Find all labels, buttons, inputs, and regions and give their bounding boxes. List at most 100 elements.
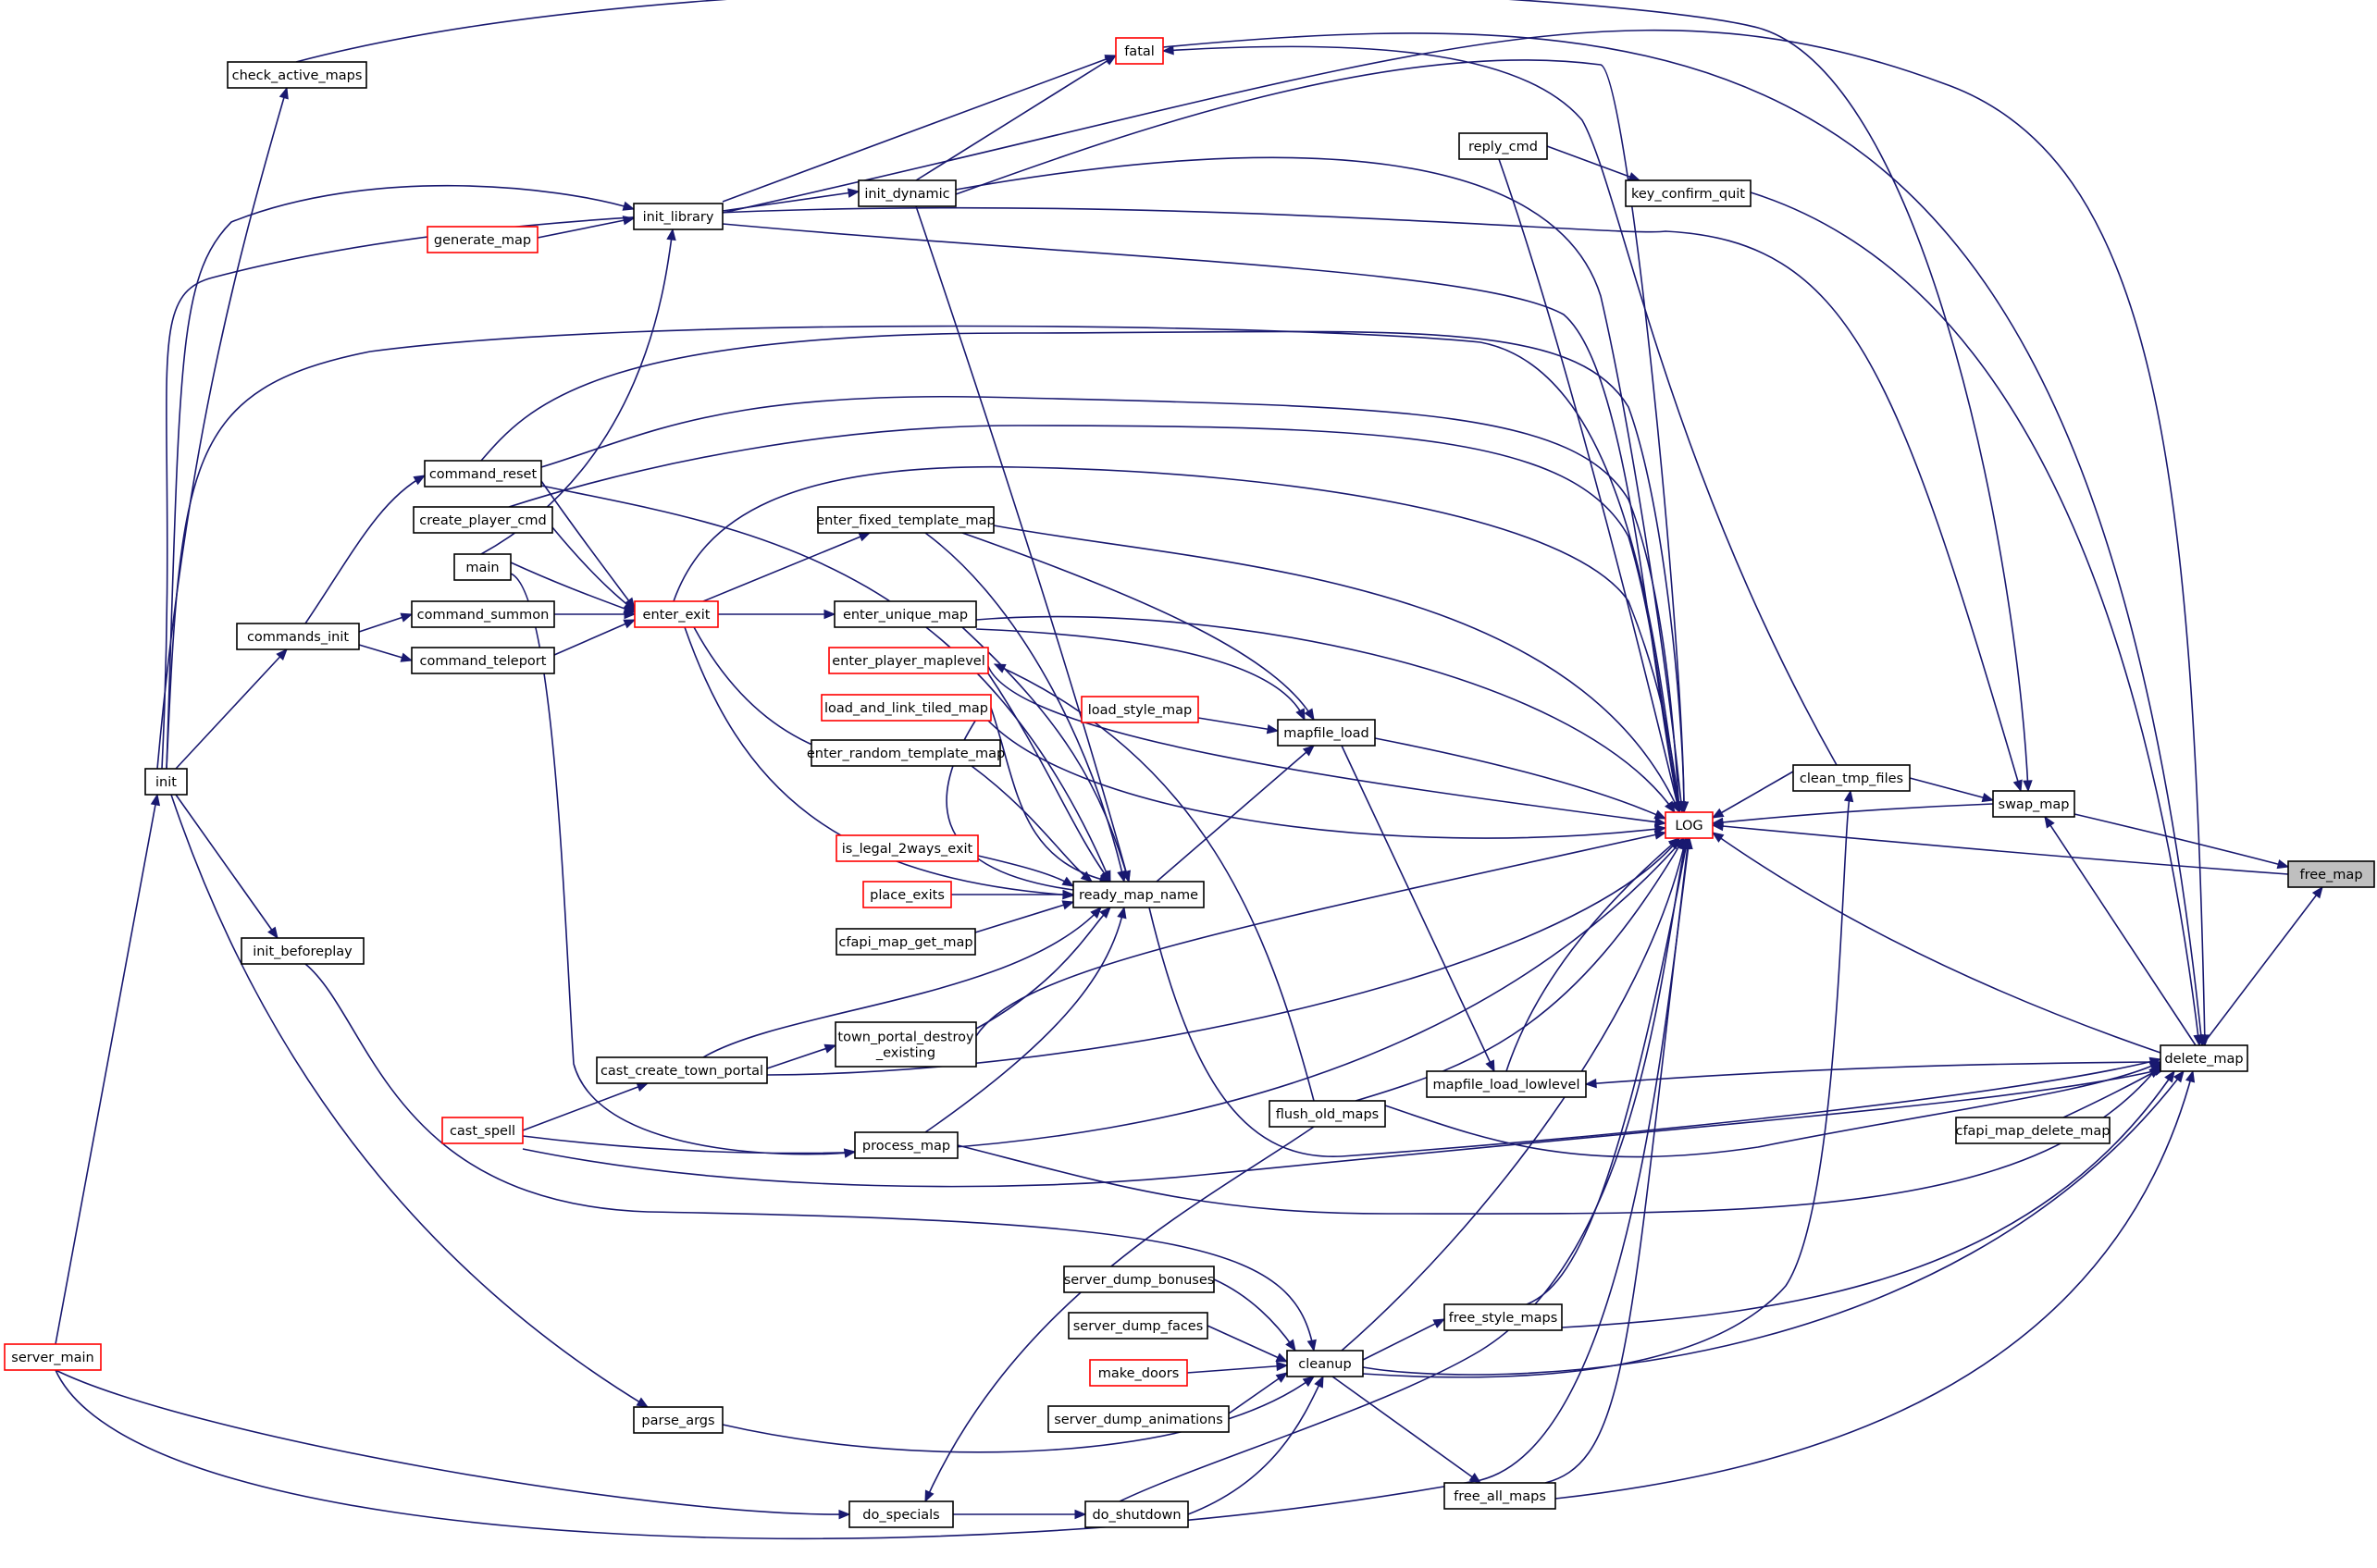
node-enter-fixed-template-map[interactable]: enter_fixed_template_map <box>816 506 996 534</box>
node-label: make_doors <box>1098 1366 1180 1381</box>
edge-command-teleport-to-enter-exit-arrowhead <box>623 619 637 629</box>
node-label: command_summon <box>417 608 550 623</box>
node-load-and-link-tiled-map[interactable]: load_and_link_tiled_map <box>821 694 992 722</box>
node-init-beforeplay[interactable]: init_beforeplay <box>241 937 365 965</box>
node-label: free_all_maps <box>1454 1489 1546 1504</box>
edge-init-to-init-library-arrowhead <box>622 201 636 211</box>
node-enter-exit[interactable]: enter_exit <box>634 600 719 628</box>
node-box <box>821 694 992 722</box>
node-is-legal-2ways-exit[interactable]: is_legal_2ways_exit <box>836 834 979 862</box>
edge-do-specials-to-free-all-maps-arrowhead <box>1074 1509 1087 1520</box>
node-load-style-map[interactable]: load_style_map <box>1081 696 1199 723</box>
node-check-active-maps[interactable]: check_active_maps <box>227 61 367 89</box>
node-parse-args[interactable]: parse_args <box>633 1406 724 1434</box>
node-label: enter_random_template_map <box>807 747 1005 761</box>
node-cast-create-town-portal[interactable]: cast_create_town_portal <box>596 1056 768 1084</box>
node-flush-old-maps[interactable]: flush_old_maps <box>1269 1100 1386 1128</box>
node-town-portal-destroy-existing[interactable]: town_portal_destroy_existing <box>835 1021 977 1068</box>
edge-init-dynamic-to-ready-map-name-arrowhead <box>1120 870 1131 883</box>
edge-cfapi-map-get-map-to-ready-map-name <box>974 901 1074 933</box>
node-create-player-cmd[interactable]: create_player_cmd <box>413 506 553 534</box>
edge-load-style-map-to-mapfile-load <box>1197 717 1279 732</box>
node-server-dump-faces[interactable]: server_dump_faces <box>1068 1312 1208 1340</box>
node-delete-map[interactable]: delete_map <box>2160 1044 2248 1072</box>
node-label: place_exits <box>870 888 945 903</box>
edge-mapfile-load-to-mapfile-load-lowlevel-arrowhead <box>1485 1059 1495 1073</box>
edge-reply-cmd-to-key-confirm-quit <box>1546 145 1640 181</box>
edge-enter-fixed-template-map-to-LOG <box>993 525 1680 813</box>
node-LOG[interactable]: LOG <box>1665 811 1714 839</box>
node-key-confirm-quit[interactable]: key_confirm_quit <box>1625 179 1752 207</box>
edge-init-dynamic-to-ready-map-name <box>915 205 1130 883</box>
node-place-exits[interactable]: place_exits <box>862 881 952 908</box>
edge-init-dynamic-to-LOG-arrowhead <box>1678 801 1690 814</box>
node-box <box>1625 179 1752 207</box>
edge-parse-args-to-cleanup-arrowhead <box>1302 1376 1316 1388</box>
node-box <box>1047 1405 1230 1433</box>
node-free-map[interactable]: free_map <box>2287 860 2375 888</box>
node-box <box>862 881 952 908</box>
edge-init-library-to-delete-map-arrowhead <box>2199 1034 2210 1047</box>
node-do-specials[interactable]: do_specials <box>848 1500 954 1528</box>
node-cast-spell[interactable]: cast_spell <box>441 1117 524 1144</box>
node-fatal[interactable]: fatal <box>1115 37 1164 65</box>
node-box <box>854 1131 959 1159</box>
node-box <box>817 506 995 534</box>
node-free-all-maps[interactable]: free_all_maps <box>1443 1482 1556 1510</box>
node-box <box>424 460 542 488</box>
node-label: flush_old_maps <box>1276 1107 1379 1122</box>
node-command-summon[interactable]: command_summon <box>411 600 555 628</box>
node-enter-random-template-map[interactable]: enter_random_template_map <box>807 739 1005 767</box>
node-generate-map[interactable]: generate_map <box>427 226 539 253</box>
node-ready-map-name[interactable]: ready_map_name <box>1072 881 1205 908</box>
node-clean-tmp-files[interactable]: clean_tmp_files <box>1792 764 1911 792</box>
edge-process-map-to-ready-map-name <box>924 907 1125 1133</box>
node-do-shutdown[interactable]: do_shutdown <box>1084 1500 1189 1528</box>
node-init-library[interactable]: init_library <box>633 203 724 230</box>
node-init[interactable]: init <box>144 768 188 796</box>
node-command-teleport[interactable]: command_teleport <box>411 647 555 674</box>
node-main[interactable]: main <box>453 553 512 581</box>
edge-command-reset-to-LOG <box>480 330 1685 813</box>
edge-server-dump-faces-to-cleanup <box>1207 1325 1288 1363</box>
edge-cast-create-town-portal-to-town-portal-destroy-existing <box>766 1044 836 1069</box>
node-reply-cmd[interactable]: reply_cmd <box>1458 132 1548 160</box>
node-box <box>633 203 724 230</box>
node-enter-unique-map[interactable]: enter_unique_map <box>834 600 977 628</box>
node-commands-init[interactable]: commands_init <box>236 623 360 650</box>
node-label: is_legal_2ways_exit <box>842 842 973 857</box>
edge-free-style-maps-to-delete-map <box>1561 1070 2175 1328</box>
edge-make-doors-to-cleanup <box>1186 1364 1288 1374</box>
edge-delete-map-to-swap-map-arrowhead <box>2044 815 2055 829</box>
node-mapfile-load-lowlevel[interactable]: mapfile_load_lowlevel <box>1426 1070 1587 1098</box>
node-swap-map[interactable]: swap_map <box>1992 790 2075 818</box>
edge-server-dump-bonuses-to-cleanup-arrowhead <box>1285 1339 1296 1352</box>
edge-cleanup-to-LOG <box>1341 837 1687 1352</box>
node-cleanup[interactable]: cleanup <box>1286 1350 1364 1377</box>
node-server-dump-animations[interactable]: server_dump_animations <box>1047 1405 1230 1433</box>
node-make-doors[interactable]: make_doors <box>1089 1359 1188 1387</box>
node-label: commands_init <box>247 630 349 645</box>
edge-cast-spell-to-LOG <box>522 837 1685 1154</box>
node-server-main[interactable]: server_main <box>4 1343 102 1371</box>
edge-command-reset-to-ready-map-name <box>540 485 1111 883</box>
edge-server-main-to-do-specials <box>55 1369 850 1515</box>
node-label: cfapi_map_get_map <box>838 935 972 950</box>
edge-main-to-init-library <box>480 228 674 555</box>
node-box <box>834 600 977 628</box>
edge-ready-map-name-to-delete-map-arrowhead <box>2148 1056 2162 1067</box>
node-free-style-maps[interactable]: free_style_maps <box>1443 1303 1563 1331</box>
edge-server-dump-bonuses-to-cleanup <box>1213 1278 1296 1352</box>
node-cfapi-map-delete-map[interactable]: cfapi_map_delete_map <box>1955 1117 2111 1144</box>
node-init-dynamic[interactable]: init_dynamic <box>858 179 957 207</box>
node-label: free_map <box>2299 868 2362 883</box>
node-enter-player-maplevel[interactable]: enter_player_maplevel <box>828 647 989 674</box>
node-mapfile-load[interactable]: mapfile_load <box>1277 719 1376 747</box>
node-command-reset[interactable]: command_reset <box>424 460 542 488</box>
node-server-dump-bonuses[interactable]: server_dump_bonuses <box>1063 1266 1215 1293</box>
node-label: init_library <box>643 210 714 225</box>
edge-main-to-init-library-arrowhead <box>666 228 676 241</box>
node-process-map[interactable]: process_map <box>854 1131 959 1159</box>
node-cfapi-map-get-map[interactable]: cfapi_map_get_map <box>836 928 976 956</box>
